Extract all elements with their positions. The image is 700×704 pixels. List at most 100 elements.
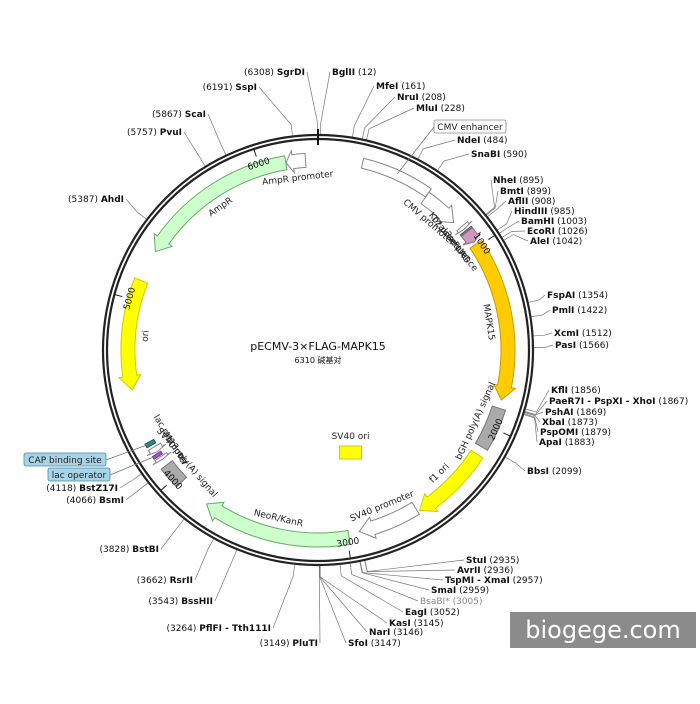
site-name: BbsI bbox=[527, 467, 549, 477]
feature-lac-promoter bbox=[146, 442, 167, 457]
feature-sv40-promoter bbox=[358, 501, 421, 540]
site-smai: SmaI (2959) bbox=[431, 586, 489, 596]
site-leader bbox=[318, 565, 321, 644]
site-position: (1512) bbox=[579, 329, 612, 339]
site-ecori: EcoRI (1026) bbox=[527, 227, 588, 237]
site-position: (3147) bbox=[368, 639, 401, 649]
site-fspai: FspAI (1354) bbox=[547, 291, 608, 301]
site-apai: ApaI (1883) bbox=[539, 438, 595, 448]
plasmid-title: pECMV-3×FLAG-MAPK15 6310 碱基对 bbox=[250, 340, 386, 365]
site-name: KflI bbox=[551, 386, 568, 396]
site-position: (5867) bbox=[152, 110, 185, 120]
site-leader bbox=[524, 412, 541, 423]
site-sspi: (6191) SspI bbox=[203, 83, 257, 93]
site-leader bbox=[524, 413, 539, 433]
site-name: BstBI bbox=[132, 545, 159, 555]
tick-label: 3000 bbox=[336, 536, 360, 549]
site-mlui: MluI (228) bbox=[416, 104, 465, 114]
site-pmli: PmlI (1422) bbox=[552, 306, 607, 316]
site-position: (6191) bbox=[203, 83, 236, 93]
site-position: (228) bbox=[438, 104, 465, 114]
site-kasi: KasI (3145) bbox=[389, 619, 444, 629]
site-position: (1354) bbox=[575, 291, 608, 301]
site-leader bbox=[125, 482, 149, 501]
site-name: MfeI bbox=[376, 82, 398, 92]
site-leader bbox=[125, 198, 147, 220]
site-leader bbox=[533, 332, 553, 337]
tick-mark bbox=[348, 550, 351, 559]
site-name: BmtI bbox=[500, 187, 524, 197]
site-pasi: PasI (1566) bbox=[555, 341, 609, 351]
feature-label-mapk15: MAPK15 bbox=[480, 303, 496, 341]
site-leader bbox=[349, 563, 419, 602]
site-name: SgrDI bbox=[277, 68, 305, 78]
site-ndei: NdeI (484) bbox=[457, 136, 508, 146]
plasmid-name: pECMV-3×FLAG-MAPK15 bbox=[250, 340, 386, 353]
site-name: BamHI bbox=[521, 217, 554, 227]
feature-sv40-ori bbox=[339, 445, 363, 460]
site-position: (2935) bbox=[487, 556, 520, 566]
site-name: NarI bbox=[369, 628, 390, 638]
site-leader bbox=[194, 538, 214, 581]
site-nari: NarI (3146) bbox=[369, 628, 423, 638]
site-position: (895) bbox=[516, 176, 543, 186]
site-name: PasI bbox=[555, 341, 576, 351]
site-position: (2936) bbox=[481, 566, 514, 576]
site-leader bbox=[524, 400, 548, 415]
site-position: (161) bbox=[398, 82, 425, 92]
site-leader bbox=[486, 190, 499, 216]
site-leader bbox=[214, 549, 237, 602]
feature-ampr-promoter bbox=[285, 148, 307, 175]
site-mfei: MfeI (161) bbox=[376, 82, 425, 92]
site-leader bbox=[319, 565, 347, 644]
site-leader bbox=[497, 210, 513, 231]
feature-lac-operator bbox=[151, 450, 164, 460]
site-position: (1566) bbox=[576, 341, 609, 351]
site-position: (3264) bbox=[166, 624, 199, 634]
site-leader bbox=[207, 113, 227, 155]
restriction-sites: BglII (12)MfeI (161)NruI (208)MluI (228)… bbox=[46, 68, 688, 649]
site-kfli: KflI (1856) bbox=[551, 386, 601, 396]
tick-mark bbox=[160, 484, 167, 491]
site-leader bbox=[319, 565, 388, 624]
site-position: (1026) bbox=[555, 227, 588, 237]
callout-label-lac-operator: lac operator bbox=[52, 471, 107, 481]
tick-mark bbox=[114, 293, 123, 298]
site-snabi: SnaBI (590) bbox=[471, 150, 527, 160]
site-leader bbox=[525, 389, 550, 413]
feature-cap-site bbox=[144, 438, 157, 449]
feature-mapk15 bbox=[469, 239, 517, 401]
site-position: (484) bbox=[480, 136, 507, 146]
site-position: (3146) bbox=[390, 628, 423, 638]
site-name: PluTI bbox=[292, 639, 318, 649]
feature-cmv-enhancer bbox=[360, 157, 432, 198]
site-alei: AleI (1042) bbox=[530, 237, 582, 247]
site-position: (1422) bbox=[574, 306, 607, 316]
site-position: (1003) bbox=[554, 217, 587, 227]
site-pluti: (3149) PluTI bbox=[260, 639, 318, 649]
site-name: PaeR7I - PspXI - XhoI bbox=[549, 397, 655, 407]
site-bamhi: BamHI (1003) bbox=[521, 217, 587, 227]
tick-mark bbox=[253, 148, 257, 157]
site-position: (4066) bbox=[66, 496, 99, 506]
site-position: (1856) bbox=[568, 386, 601, 396]
site-position: (12) bbox=[355, 68, 376, 78]
site-name: AhdI bbox=[101, 195, 124, 205]
site-leader bbox=[306, 71, 318, 135]
site-sgrdi: (6308) SgrDI bbox=[244, 68, 305, 78]
site-name: EagI bbox=[405, 608, 427, 618]
feature-label-ori: ori bbox=[141, 330, 152, 342]
site-pshai: PshAI (1869) bbox=[545, 408, 606, 418]
site-position: (6308) bbox=[244, 68, 277, 78]
site-bsshii: (3543) BssHII bbox=[148, 597, 213, 607]
site-leader bbox=[485, 179, 495, 215]
site-leader bbox=[499, 220, 520, 234]
watermark-text: biogege.com bbox=[525, 616, 681, 644]
site-bglii: BglII (12) bbox=[332, 68, 376, 78]
site-leader bbox=[339, 564, 404, 613]
site-leader bbox=[119, 473, 142, 489]
site-eagi: EagI (3052) bbox=[405, 608, 460, 618]
site-name: SfoI bbox=[348, 639, 368, 649]
site-position: (590) bbox=[500, 150, 527, 160]
